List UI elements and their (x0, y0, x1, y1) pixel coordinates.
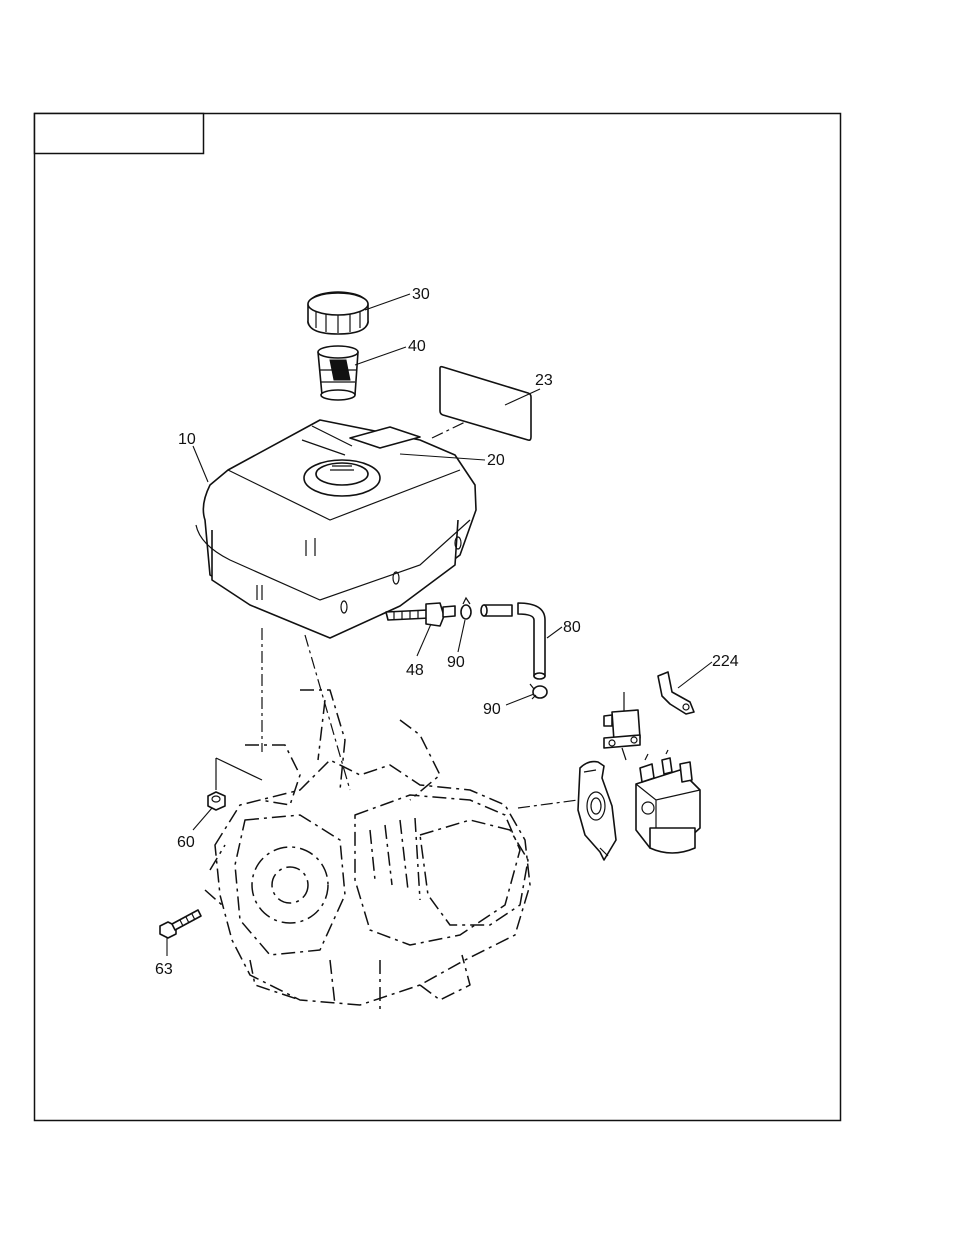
nut-guide-line (216, 758, 262, 790)
warning-label-23-icon (440, 367, 531, 441)
callout-10: 10 (178, 431, 196, 448)
leader-10 (193, 446, 208, 482)
leader-90b (506, 694, 534, 705)
nut-icon (208, 792, 225, 810)
leader-80 (547, 627, 562, 638)
callout-30: 30 (412, 286, 430, 303)
callout-90a: 90 (447, 654, 465, 671)
fuel-cap-icon (308, 292, 368, 334)
leader-40 (355, 347, 406, 365)
callout-20: 20 (487, 452, 505, 469)
engine-phantom (205, 690, 530, 1010)
carburetor-top-bracket-icon (604, 692, 640, 760)
hose-clamp-upper-icon (461, 598, 471, 619)
callout-48: 48 (406, 662, 424, 679)
callout-80: 80 (563, 619, 581, 636)
callout-63: 63 (155, 961, 173, 978)
title-box (35, 114, 204, 154)
carb-guide-line (518, 800, 578, 808)
carburetor-insulator-icon (578, 762, 616, 860)
callout-90b: 90 (483, 701, 501, 718)
leader-60 (193, 808, 212, 830)
carburetor-icon (636, 750, 700, 853)
callout-60: 60 (177, 834, 195, 851)
hose-clamp-lower-icon (530, 684, 547, 699)
bolt-icon (160, 910, 201, 938)
leader-224 (678, 662, 712, 688)
leader-48 (417, 624, 431, 656)
fuel-hose-icon (481, 603, 545, 679)
leader-90a (458, 620, 465, 652)
callout-224: 224 (712, 653, 739, 670)
choke-lever-icon (658, 672, 694, 714)
callout-23: 23 (535, 372, 553, 389)
fuel-strainer-icon (318, 346, 358, 400)
leader-30 (365, 294, 410, 310)
callout-40: 40 (408, 338, 426, 355)
